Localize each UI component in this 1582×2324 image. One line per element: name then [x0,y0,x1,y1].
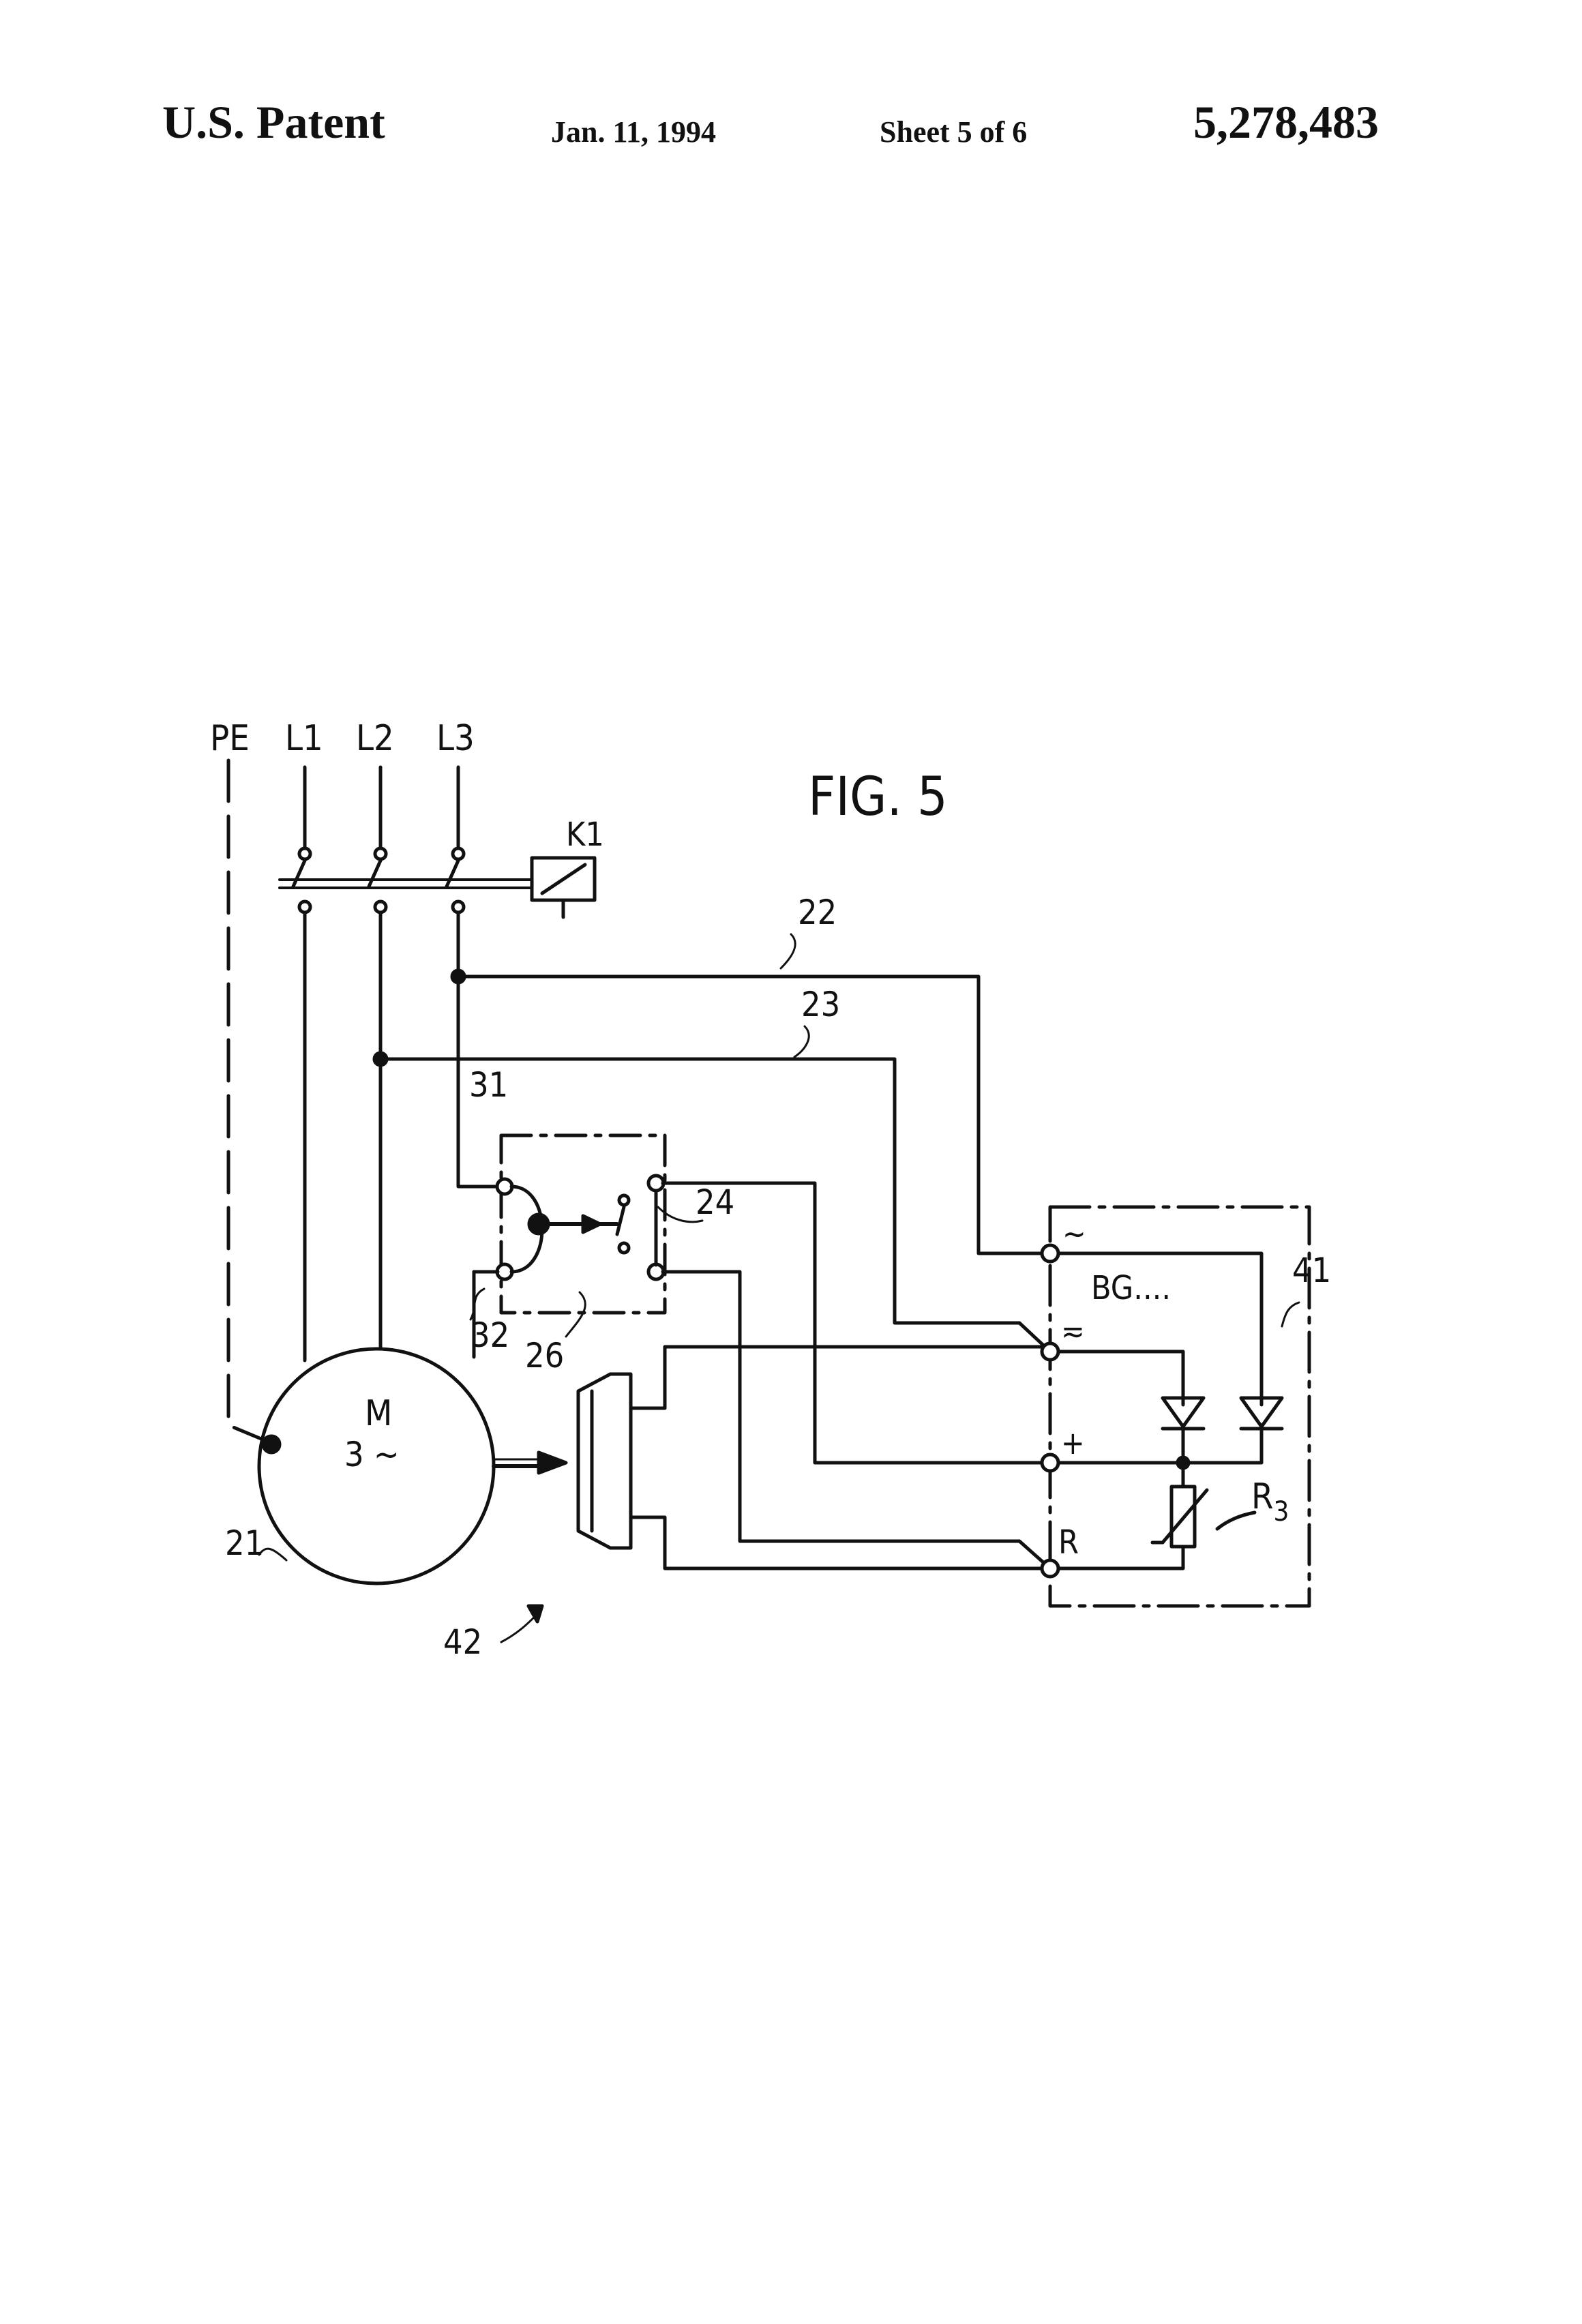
brake [576,1345,1052,1570]
label-l1: L1 [285,718,323,759]
label-l3: L3 [436,718,475,759]
contactor-contacts [278,846,533,914]
unit-circuit [1056,1251,1264,1570]
thermistor [1150,1485,1257,1549]
label-r3: R3 [1251,1476,1289,1528]
patent-date: Jan. 11, 1994 [551,115,717,149]
label-31: 31 [469,1065,508,1105]
label-22: 22 [798,893,837,932]
diode-left [1161,1396,1206,1431]
patent-label: U.S. Patent [162,96,385,148]
arrow-42-head [526,1604,544,1624]
label-23: 23 [801,985,840,1024]
label-24: 24 [696,1182,734,1222]
motor [257,1347,568,1585]
label-r3-sub: 3 [1274,1496,1289,1528]
contactor-coil [530,856,597,919]
thermal-switch [472,1133,667,1359]
fig-title: FIG. 5 [808,766,948,828]
label-pe: PE [210,718,250,759]
terminal-r: R [1058,1523,1079,1562]
label-41: 41 [1292,1251,1331,1290]
label-bg: BG.... [1091,1269,1171,1307]
unit-terminals [1040,1243,1060,1579]
terminal-acdc: ≂ [1061,1313,1085,1350]
motor-m: M [365,1393,392,1434]
label-42: 42 [443,1622,482,1662]
patent-number: 5,278,483 [1193,96,1379,148]
pe-line [226,758,271,1444]
label-26: 26 [525,1336,564,1375]
switch-wires [661,1181,1052,1570]
terminal-ac: ~ [1062,1215,1086,1252]
wire-22 [450,968,1052,1255]
terminal-plus: + [1061,1425,1085,1461]
unit-box [1048,1205,1311,1608]
motor-phase: 3 ~ [344,1435,400,1474]
supply-lines [303,765,503,1362]
sheet-number: Sheet 5 of 6 [880,115,1028,149]
label-l2: L2 [356,718,394,759]
wire-23 [372,1051,1052,1354]
label-k1: K1 [566,816,604,854]
label-21: 21 [225,1523,264,1563]
diode-right [1239,1396,1284,1431]
label-r3-main: R [1251,1476,1274,1517]
label-32: 32 [471,1315,509,1355]
